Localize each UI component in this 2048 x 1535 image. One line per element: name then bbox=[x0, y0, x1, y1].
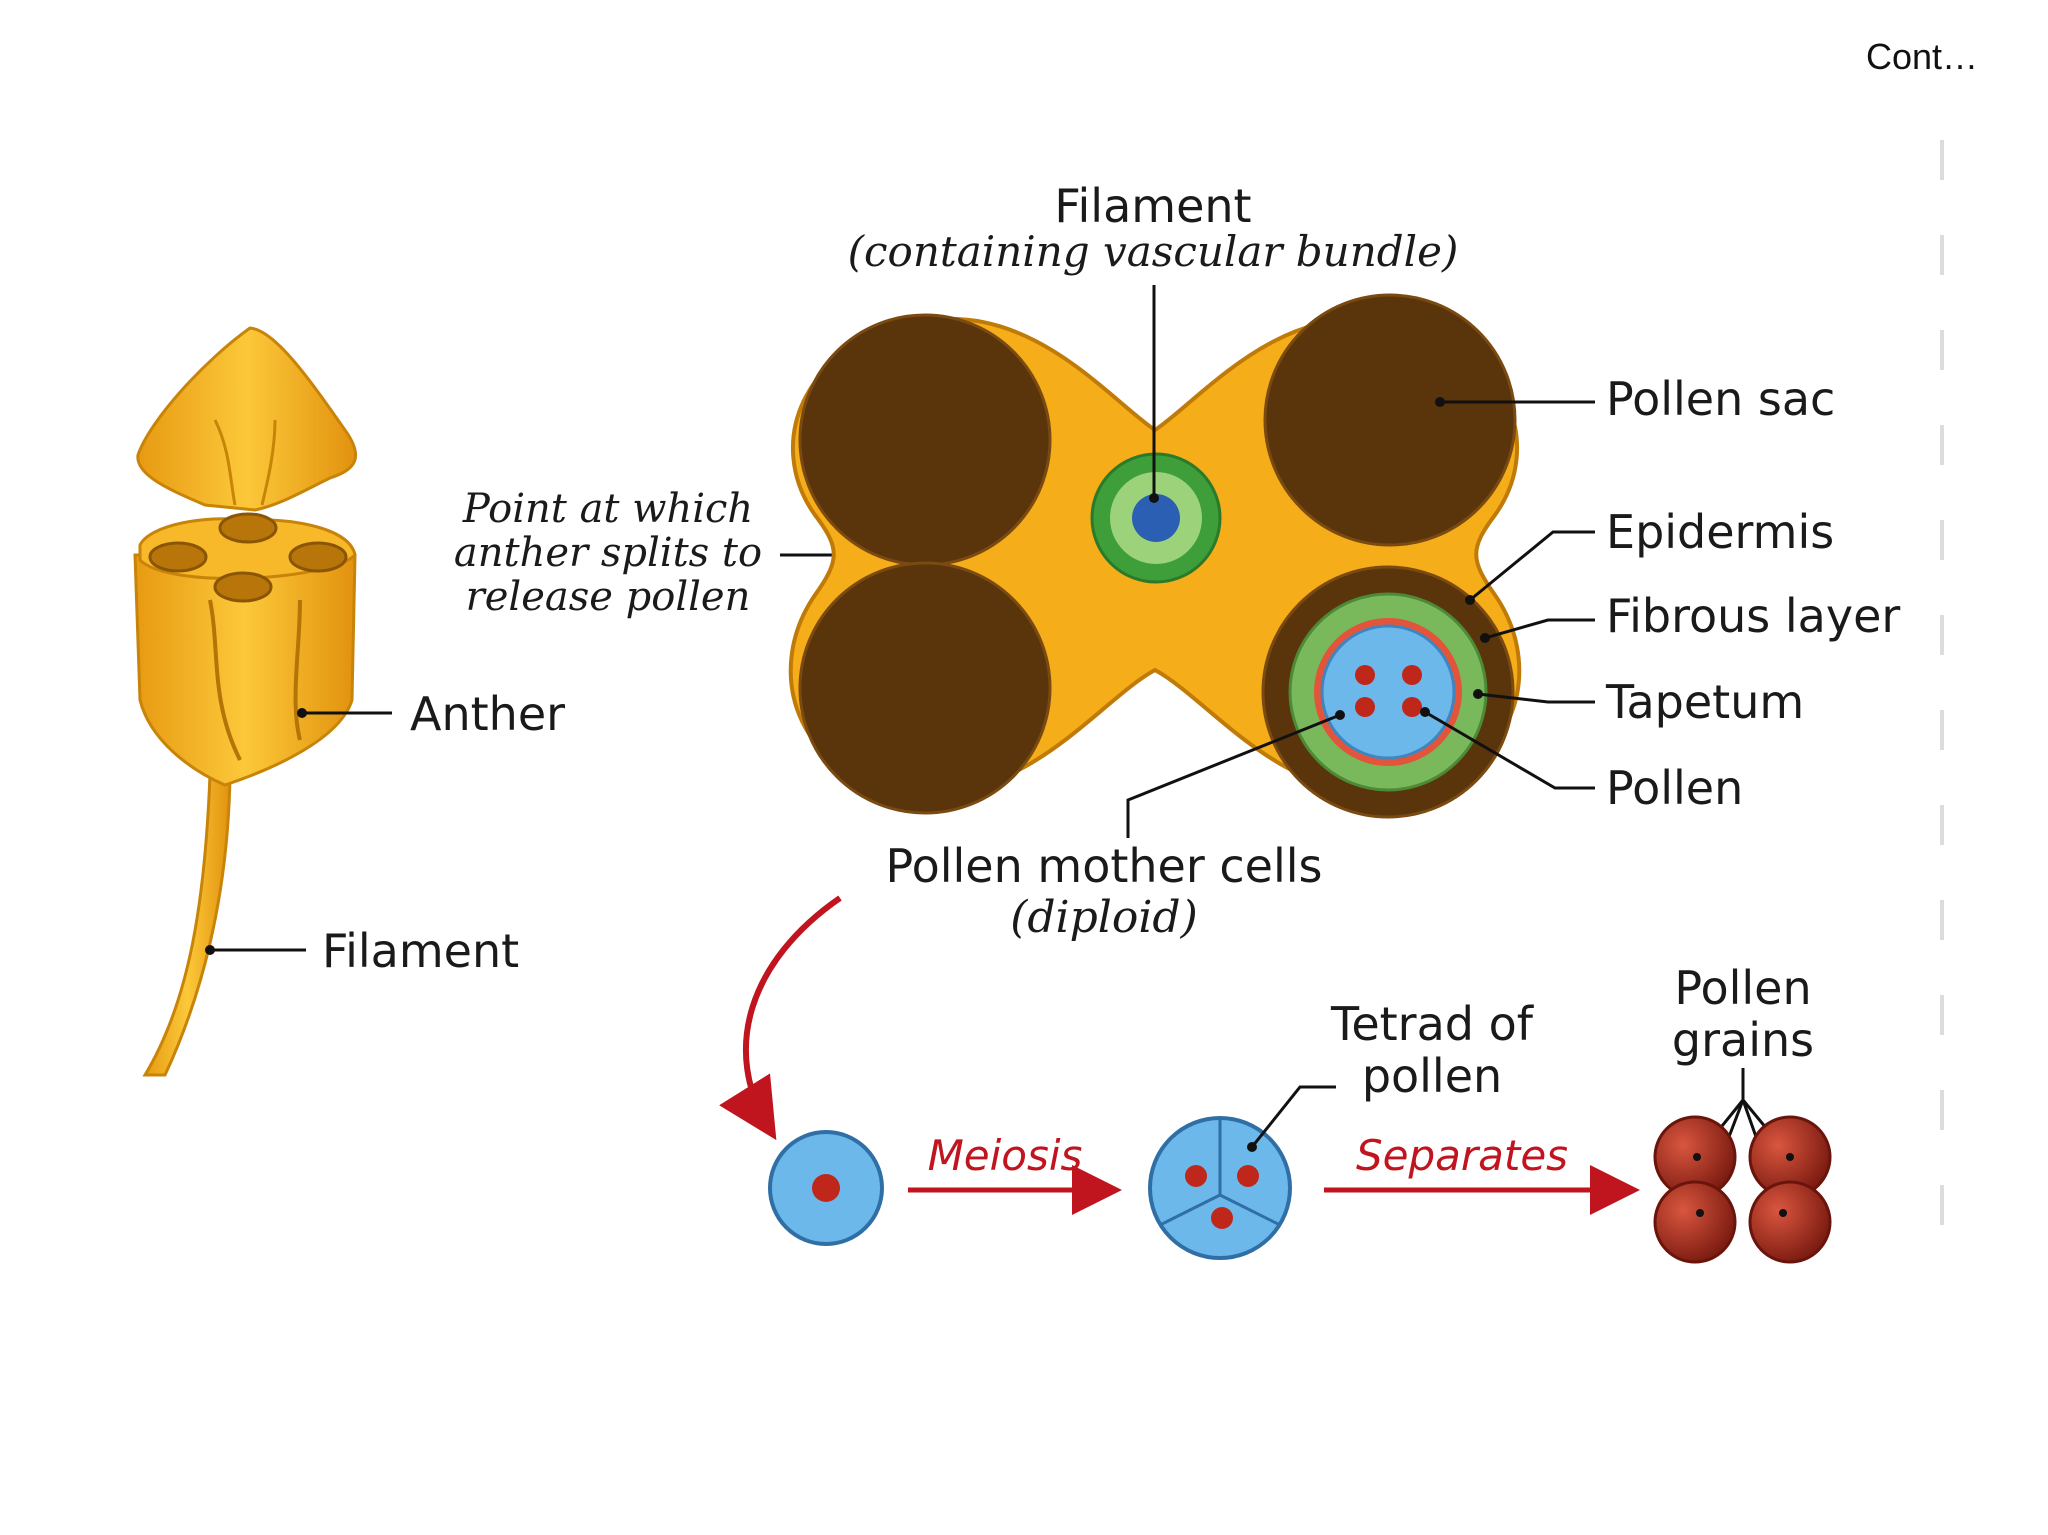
anther-groove bbox=[293, 599, 302, 741]
anther-cap-fold bbox=[260, 419, 277, 506]
pollen-sac-label-group: Pollen sac bbox=[1435, 372, 1835, 426]
anther-groove bbox=[208, 599, 242, 761]
pollen-sac-top-left bbox=[798, 313, 1052, 567]
pollen-chamber bbox=[1320, 624, 1456, 760]
tapetum-label-group: Tapetum bbox=[1473, 675, 1804, 729]
curved-arrow bbox=[719, 895, 842, 1141]
anther-cross-section bbox=[788, 293, 1522, 819]
split-point-label-line1: Point at which bbox=[462, 486, 753, 532]
pollen-sac-top-right bbox=[1263, 293, 1517, 547]
epidermis-label: Epidermis bbox=[1606, 505, 1834, 559]
tapetum-label: Tapetum bbox=[1605, 675, 1804, 729]
filament-left-label-group: Filament bbox=[205, 924, 519, 978]
filament-top-title: Filament bbox=[1054, 179, 1251, 233]
split-point-label-group: Point at which anther splits to release … bbox=[454, 486, 863, 620]
diploid-label: (diploid) bbox=[1010, 892, 1198, 943]
vascular-bundle-core bbox=[1132, 494, 1180, 542]
pollen-grains bbox=[1653, 1115, 1832, 1264]
pollen-label-group: Pollen bbox=[1420, 707, 1743, 815]
tetrad-label-line2: pollen bbox=[1362, 1049, 1502, 1103]
pollen-grain bbox=[1653, 1180, 1737, 1264]
split-point-label-line2: anther splits to bbox=[454, 530, 762, 576]
pollen-label: Pollen bbox=[1606, 761, 1743, 815]
separates-arrow-group: Separates bbox=[1324, 1131, 1640, 1215]
anther-label: Anther bbox=[410, 687, 565, 741]
pollen-mother-cells-label-group: Pollen mother cells (diploid) bbox=[886, 710, 1345, 943]
pollen-mother-cells-label: Pollen mother cells bbox=[886, 839, 1323, 893]
mother-cell bbox=[768, 1130, 884, 1246]
filament-left-label: Filament bbox=[322, 924, 519, 978]
pollen-sac-bottom-left bbox=[798, 561, 1052, 815]
anther-label-group: Anther bbox=[297, 687, 565, 741]
tetrad-label-group: Tetrad of pollen bbox=[1247, 997, 1535, 1152]
meiosis-arrow-group: Meiosis bbox=[908, 1131, 1122, 1215]
filament-top-label-group: Filament (containing vascular bundle) bbox=[848, 179, 1459, 503]
meiosis-label: Meiosis bbox=[928, 1131, 1083, 1180]
tetrad-label-line1: Tetrad of bbox=[1330, 997, 1535, 1051]
pollen-mother-cell-dots bbox=[1355, 665, 1422, 717]
epidermis-label-group: Epidermis bbox=[1465, 505, 1834, 605]
pollen-grains-label-line1: Pollen bbox=[1674, 961, 1811, 1015]
pollen-sac-openings bbox=[148, 512, 348, 603]
anther-cap bbox=[136, 326, 358, 512]
anther-cap-fold bbox=[213, 419, 237, 506]
filament-top-subtitle: (containing vascular bundle) bbox=[848, 227, 1459, 276]
pollen-sac-label: Pollen sac bbox=[1606, 372, 1835, 426]
pollen-grains-label-line2: grains bbox=[1672, 1013, 1814, 1067]
fibrous-layer-label: Fibrous layer bbox=[1606, 589, 1900, 643]
filament-stalk bbox=[142, 773, 232, 1077]
slide-continued-label: Cont… bbox=[1865, 36, 1978, 77]
fibrous-layer-label-group: Fibrous layer bbox=[1480, 589, 1900, 643]
separates-label: Separates bbox=[1356, 1131, 1568, 1180]
tetrad-cell bbox=[1148, 1116, 1292, 1260]
pollen-grain bbox=[1748, 1180, 1832, 1264]
stamen-drawing bbox=[133, 326, 358, 1077]
split-point-label-line3: release pollen bbox=[466, 574, 751, 620]
